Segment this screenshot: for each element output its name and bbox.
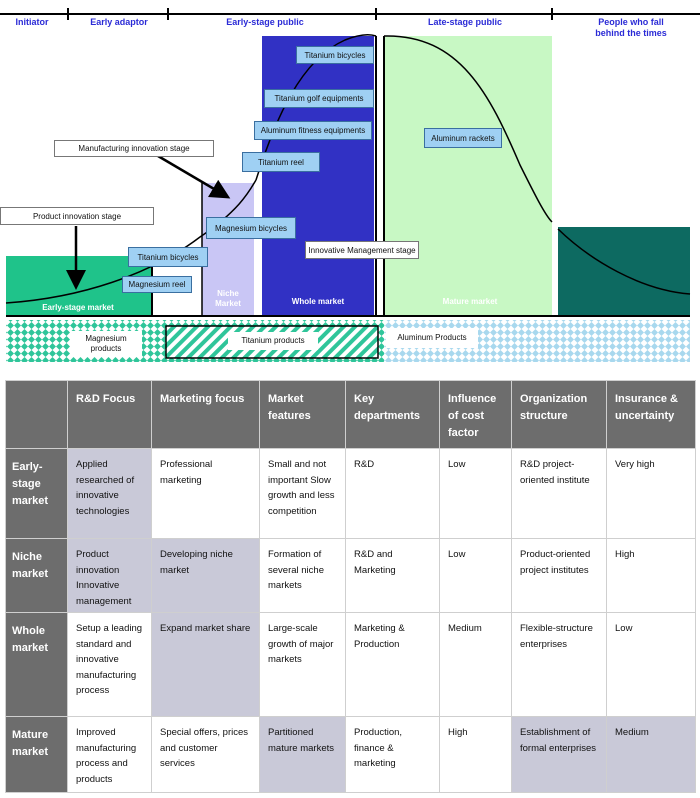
whole-market-block	[262, 36, 374, 316]
manufacturing-innovation-label: Manufacturing innovation stage	[54, 140, 214, 157]
magnesium-products-label: Magnesium products	[70, 331, 142, 357]
manufacturing-innovation-arrow	[157, 154, 231, 199]
titanium-products-label: Titanium products	[228, 332, 318, 350]
header-cell: R&D Focus	[67, 380, 152, 449]
niche-market-label: Niche Market	[215, 289, 241, 308]
table-cell: Small and not important Slow growth and …	[259, 448, 346, 539]
row-header: Mature market	[5, 716, 68, 793]
table-cell: Low	[439, 448, 512, 539]
header-cell: Organization structure	[511, 380, 607, 449]
row-header: Niche market	[5, 538, 68, 613]
table-cell: Medium	[606, 716, 696, 793]
table-cell: Flexible-structure enterprises	[511, 612, 607, 717]
aluminum-products-label: Aluminum Products	[386, 328, 478, 348]
niche-market-block	[202, 183, 254, 316]
magnesium-bicycles-tag: Magnesium bicycles	[206, 217, 296, 239]
stage-early-adaptor: Early adaptor	[90, 17, 148, 27]
header-cell: Marketing focus	[151, 380, 260, 449]
header-cell: Key departments	[345, 380, 440, 449]
header-cell: Influence of cost factor	[439, 380, 512, 449]
table-cell: Medium	[439, 612, 512, 717]
table-row: Whole market Setup a leading standard an…	[5, 612, 696, 717]
table-cell: Product innovation Innovative management	[67, 538, 152, 613]
early-market-label: Early-stage market	[42, 303, 114, 312]
decline-curve	[383, 35, 553, 223]
stage-initiator: Initiator	[15, 17, 49, 27]
magnesium-reel-tag: Magnesium reel	[122, 276, 192, 293]
table-cell: Establishment of formal enterprises	[511, 716, 607, 793]
header-cell: Market features	[259, 380, 346, 449]
table-row: Mature market Improved manufacturing pro…	[5, 716, 696, 793]
table-cell: Large-scale growth of major markets	[259, 612, 346, 717]
market-comparison-table: R&D Focus Marketing focus Market feature…	[5, 380, 696, 793]
table-cell: R&D project-oriented institute	[511, 448, 607, 539]
table-cell: Low	[439, 538, 512, 613]
aluminum-fitness-tag: Aluminum fitness equipments	[254, 121, 372, 140]
table-cell: Improved manufacturing process and produ…	[67, 716, 152, 793]
table-header-row: R&D Focus Marketing focus Market feature…	[5, 380, 696, 449]
stage-late-public: Late-stage public	[427, 17, 502, 27]
table-cell: Formation of several niche markets	[259, 538, 346, 613]
innovative-management-label: Innovative Management stage	[305, 241, 419, 259]
table-cell: Production, finance & marketing	[345, 716, 440, 793]
table-cell: Special offers, prices and customer serv…	[151, 716, 260, 793]
whole-market-label: Whole market	[291, 297, 345, 306]
table-cell: Partitioned mature markets	[259, 716, 346, 793]
market-lifecycle-diagram: Initiator Early adaptor Early-stage publ…	[0, 0, 700, 375]
row-header: Whole market	[5, 612, 68, 717]
mature-market-block	[384, 36, 552, 316]
table-cell: Setup a leading standard and innovative …	[67, 612, 152, 717]
table-cell: Marketing & Production	[345, 612, 440, 717]
table-cell: High	[606, 538, 696, 613]
titanium-reel-tag: Titanium reel	[242, 152, 320, 172]
table-cell: Low	[606, 612, 696, 717]
table-cell: R&D	[345, 448, 440, 539]
titanium-bicycles-early-tag: Titanium bicycles	[128, 247, 208, 267]
table-row: Early-stage market Applied researched of…	[5, 448, 696, 539]
table-row: Niche market Product innovation Innovati…	[5, 538, 696, 613]
titanium-bicycles-whole-tag: Titanium bicycles	[296, 46, 374, 64]
late-market-block	[558, 227, 690, 316]
table-cell: Product-oriented project institutes	[511, 538, 607, 613]
stage-laggards: People who fall behind the times	[595, 17, 667, 38]
titanium-golf-tag: Titanium golf equipments	[264, 89, 374, 108]
diagram-graphics	[0, 8, 700, 362]
product-innovation-label: Product innovation stage	[0, 207, 154, 225]
table-cell: Expand market share	[151, 612, 260, 717]
tail-curve	[557, 228, 691, 295]
stage-early-public: Early-stage public	[226, 17, 304, 27]
row-header: Early-stage market	[5, 448, 68, 539]
table-cell: High	[439, 716, 512, 793]
header-cell: Insurance & uncertainty	[606, 380, 696, 449]
mature-market-label: Mature market	[442, 297, 498, 306]
table-cell: Applied researched of innovative technol…	[67, 448, 152, 539]
aluminum-rackets-tag: Aluminum rackets	[424, 128, 502, 148]
header-cell	[5, 380, 68, 449]
table-cell: Very high	[606, 448, 696, 539]
table-cell: Developing niche market	[151, 538, 260, 613]
table-cell: Professional marketing	[151, 448, 260, 539]
table-cell: R&D and Marketing	[345, 538, 440, 613]
